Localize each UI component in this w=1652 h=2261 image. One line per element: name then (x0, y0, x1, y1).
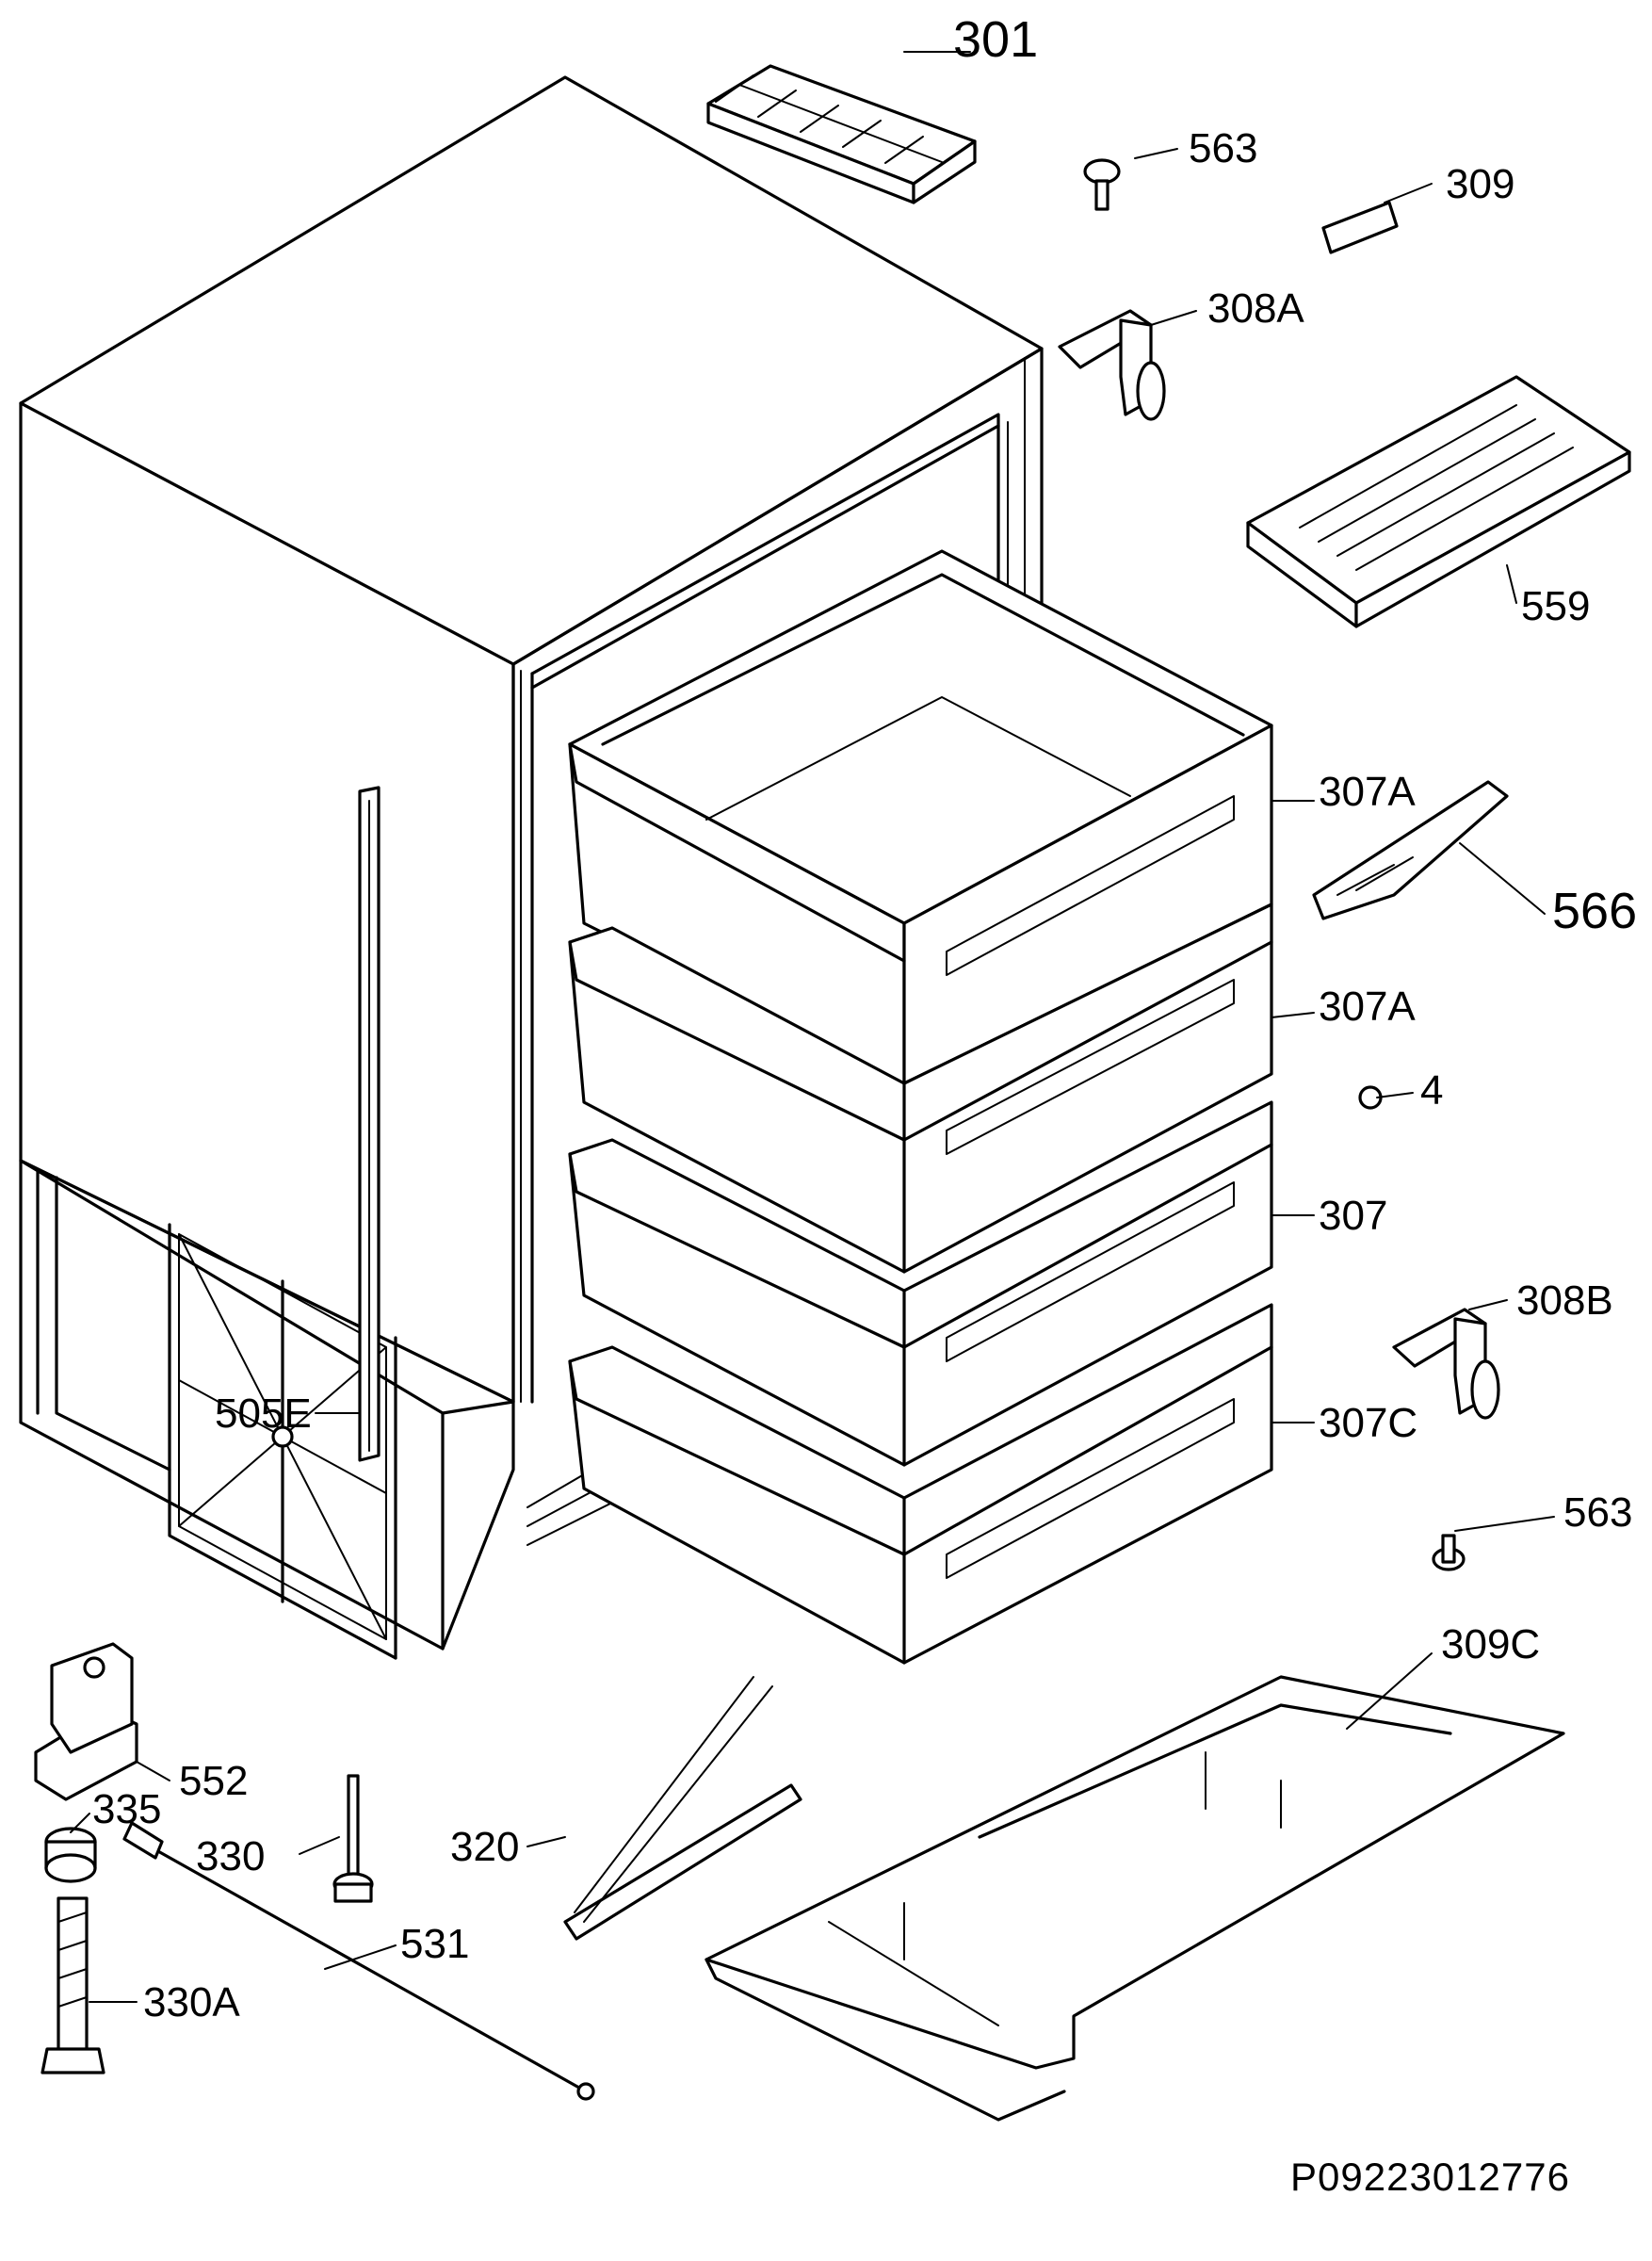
rod-531 (122, 1821, 595, 2101)
label-307: 307 (1319, 1193, 1387, 1239)
label-4: 4 (1420, 1067, 1443, 1114)
ice-tray-301 (706, 64, 977, 204)
label-563-bottom: 563 (1563, 1489, 1632, 1536)
drawer-307A-second (568, 903, 1273, 1274)
label-307C: 307C (1319, 1400, 1417, 1446)
label-301: 301 (953, 11, 1038, 68)
label-335: 335 (92, 1786, 161, 1832)
base-cover-309C (705, 1675, 1565, 2122)
bolt-330A (40, 1896, 105, 2074)
label-308A: 308A (1207, 285, 1304, 332)
bracket-552 (34, 1642, 138, 1801)
label-309: 309 (1446, 161, 1514, 207)
label-308B: 308B (1516, 1277, 1613, 1324)
label-330: 330 (196, 1833, 265, 1879)
label-309 (1321, 201, 1399, 254)
tray-559 (1246, 375, 1631, 628)
label-505E: 505E (215, 1391, 312, 1437)
drawer-307-third (568, 1100, 1273, 1467)
label-309C: 309C (1441, 1621, 1540, 1667)
drawer-307C-bottom (568, 1303, 1273, 1665)
label-566: 566 (1552, 883, 1637, 939)
reference-code: P09223012776 (1290, 2155, 1570, 2199)
screw-563-bottom (1432, 1534, 1466, 1571)
screw-563-top (1083, 158, 1121, 211)
label-330A: 330A (143, 1979, 240, 2025)
drawer-307A-top (568, 549, 1273, 1085)
label-307A-top: 307A (1319, 769, 1416, 815)
kickplate-320 (563, 1676, 802, 1941)
scraper-566 (1312, 780, 1509, 920)
leader-lines (70, 51, 1555, 2003)
label-307A-second: 307A (1319, 984, 1416, 1030)
label-559: 559 (1521, 583, 1590, 629)
foot-330 (332, 1774, 374, 1903)
hinge-308B (1392, 1308, 1500, 1420)
label-320: 320 (450, 1824, 519, 1870)
nut-335 (44, 1827, 97, 1883)
label-531: 531 (400, 1921, 469, 1967)
label-563-top: 563 (1189, 125, 1257, 171)
label-552: 552 (179, 1758, 248, 1804)
hinge-308A (1058, 309, 1166, 421)
freezer-cabinet (19, 75, 1044, 1660)
